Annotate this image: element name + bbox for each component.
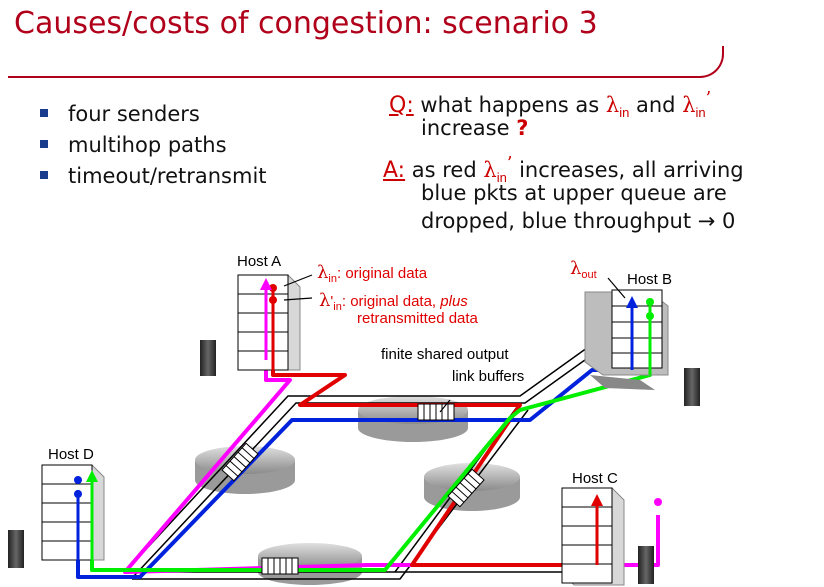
lambda-in-prime-label: λ'in: original data, plus: [319, 290, 468, 313]
host-a-device: [200, 274, 301, 376]
retransmitted-data-label: retransmitted data: [357, 310, 478, 327]
buffer-label-line-1: finite shared output: [381, 346, 509, 363]
answer-line-2: blue pkts at upper queue are: [421, 181, 727, 205]
host-a-label: Host A: [237, 253, 282, 270]
answer-key: A:: [383, 158, 406, 183]
lambda-in-prime-symbol: λin’: [682, 89, 712, 121]
buffer-upper: [417, 403, 455, 421]
host-c-device: [561, 487, 654, 586]
bullet-item: timeout/retransmit: [40, 161, 267, 192]
answer-line-1: A: as red λin’ increases, all arriving: [383, 154, 744, 186]
buffer-left: [221, 442, 259, 482]
blue-flow: [76, 308, 634, 579]
buffer-right: [447, 468, 485, 508]
label-pointers: [283, 274, 626, 413]
lambda-in-symbol: λin: [605, 93, 630, 121]
bullet-item: multihop paths: [40, 130, 267, 161]
question-line-1: Q: what happens as λin and λin’: [389, 89, 712, 121]
buffer-label-line-2: link buffers: [452, 368, 525, 385]
host-d-label: Host D: [48, 446, 94, 463]
flow-arrowheads: [86, 278, 638, 506]
bullet-square-icon: [40, 140, 48, 148]
flow-dots: [74, 284, 662, 506]
slide-title: Causes/costs of congestion: scenario 3: [14, 6, 598, 41]
lambda-in-prime-symbol: λin’: [483, 154, 513, 186]
host-b-device: [584, 289, 700, 406]
question-key: Q:: [389, 93, 414, 118]
bullet-list: four senders multihop paths timeout/retr…: [40, 99, 267, 192]
question-line-2: increase ?: [421, 116, 529, 140]
buffer-bottom: [261, 557, 299, 575]
flow-endpoints: [76, 290, 660, 577]
host-d-device: [8, 464, 105, 568]
bullet-square-icon: [40, 171, 48, 179]
lambda-out-label: λout: [570, 258, 597, 281]
answer-line-3: dropped, blue throughput → 0: [421, 209, 736, 233]
bullet-square-icon: [40, 109, 48, 117]
host-b-label: Host B: [627, 271, 673, 288]
host-c-label: Host C: [572, 470, 618, 487]
bullet-item: four senders: [40, 99, 267, 130]
lambda-in-label: λin: original data: [317, 262, 428, 285]
